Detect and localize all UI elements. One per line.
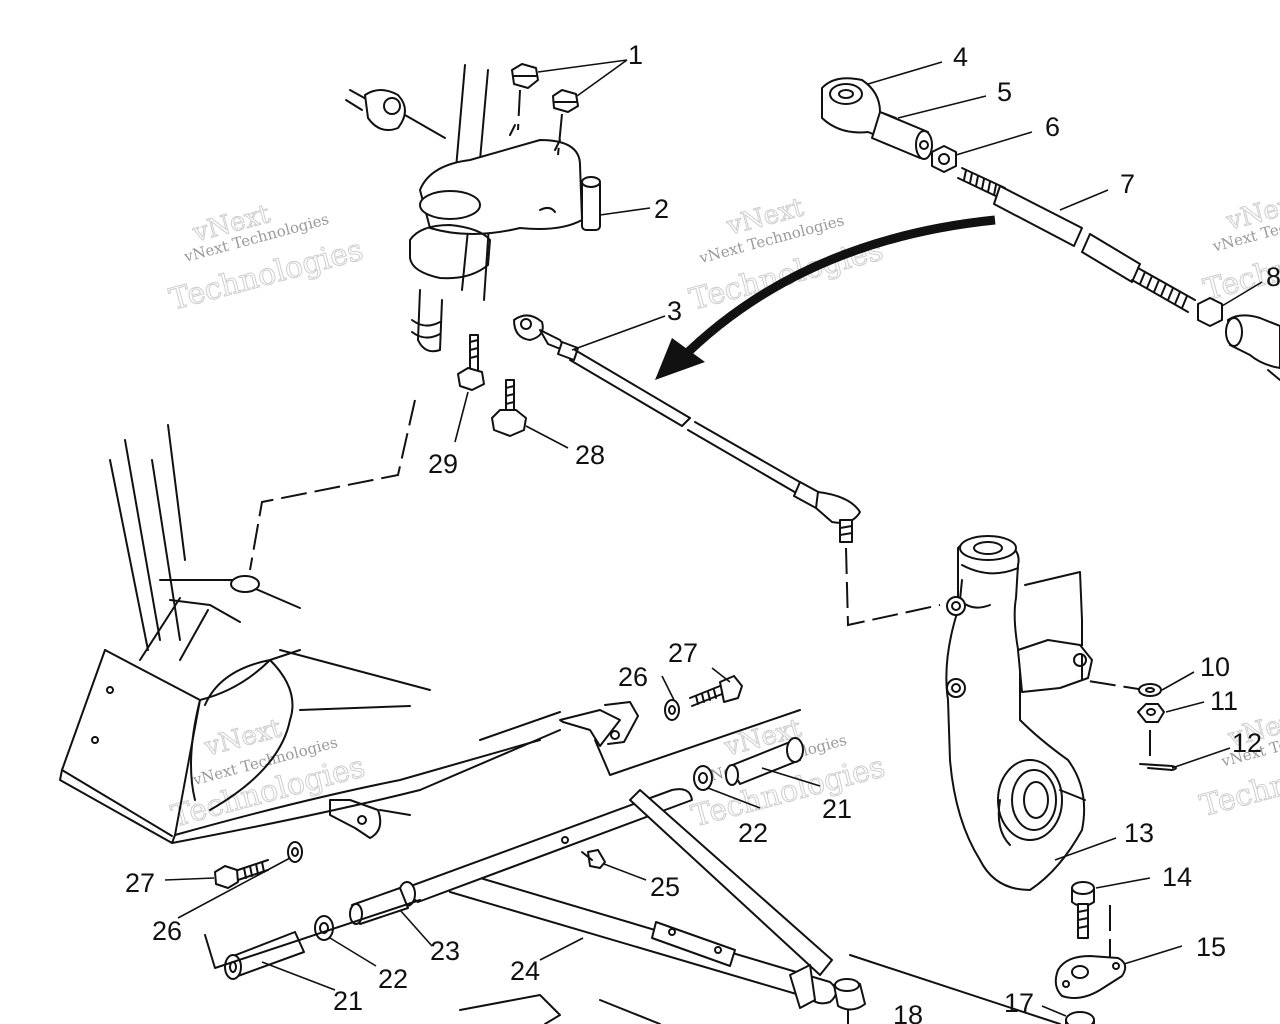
callout-28: 28 (575, 440, 605, 470)
a-arm-24 (398, 788, 837, 1009)
washer-26-lower (287, 841, 303, 863)
callout-11: 11 (1210, 686, 1238, 716)
callout-21-upper: 21 (822, 794, 852, 824)
callout-8: 8 (1266, 262, 1280, 292)
tie-rod-dashline (845, 547, 941, 627)
washer-22-upper (693, 765, 713, 791)
washer-22-lower (314, 915, 334, 941)
nut-11 (1137, 703, 1165, 723)
callout-21-lower: 21 (333, 986, 363, 1016)
tie-rod-3 (513, 314, 861, 543)
sleeve-5 (871, 111, 933, 160)
bolt-28 (491, 379, 527, 437)
assembly-arrow (655, 215, 996, 380)
jam-nut-6 (931, 145, 957, 173)
ball-joint (833, 954, 1061, 1024)
callout-24: 24 (510, 956, 540, 986)
adjuster-rod-7 (957, 167, 1196, 313)
callout-17: 17 (1004, 988, 1034, 1018)
callout-14: 14 (1162, 862, 1192, 892)
jam-nut-8 (1197, 297, 1223, 327)
leader-lines (164, 59, 1263, 1017)
callout-15: 15 (1196, 932, 1226, 962)
bolt-27-lower (214, 859, 269, 889)
callout-1: 1 (628, 40, 643, 70)
watermark-1: vNext Technologies vNext Technologies (165, 199, 367, 319)
spindle-dash-box-top (1024, 571, 1083, 621)
bushing-23 (349, 887, 409, 925)
pivot-tube-21-lower (224, 931, 305, 980)
callout-3: 3 (667, 296, 682, 326)
spindle-dashline (1081, 620, 1146, 691)
spindle-13 (945, 535, 1093, 891)
callout-27-lower: 27 (125, 868, 155, 898)
callout-10: 10 (1200, 652, 1230, 682)
callout-5: 5 (997, 77, 1012, 107)
callout-27-upper: 27 (668, 638, 698, 668)
rod-end-right (1225, 314, 1280, 381)
part-17 (1065, 1011, 1095, 1024)
callout-18: 18 (893, 1000, 923, 1024)
nut-1b (552, 89, 579, 113)
washer-10 (1138, 683, 1162, 697)
nut-1-dashes (517, 89, 563, 156)
callout-26-lower: 26 (152, 916, 182, 946)
column-dashline (249, 399, 416, 571)
callout-22-lower: 22 (378, 964, 408, 994)
callout-7: 7 (1120, 169, 1135, 199)
pivot-tube-21-upper (725, 737, 804, 786)
bolt-29 (457, 334, 485, 391)
chassis-frame (59, 424, 639, 844)
plate-15 (1054, 955, 1127, 999)
callout-12: 12 (1232, 728, 1262, 758)
callout-26-upper: 26 (618, 662, 648, 692)
callout-25: 25 (650, 872, 680, 902)
steering-column (409, 64, 601, 353)
callout-29: 29 (428, 449, 458, 479)
bolt-27-upper (689, 675, 743, 707)
grease-fitting-25 (581, 849, 606, 869)
callout-2: 2 (654, 194, 669, 224)
callout-6: 6 (1045, 112, 1060, 142)
callout-13: 13 (1124, 818, 1154, 848)
nut-1a (511, 63, 539, 89)
callout-4: 4 (953, 42, 968, 72)
washer-26-upper (664, 699, 680, 721)
callout-22-upper: 22 (738, 818, 768, 848)
pivot-bracket-lines (204, 709, 801, 969)
lower-frame-lines (459, 994, 661, 1024)
callout-23: 23 (430, 936, 460, 966)
watermark-4: vNext Technologies vNext Technologies (167, 713, 369, 835)
bolt-14 (1071, 881, 1095, 939)
cable-end (345, 89, 446, 139)
callout-labels: 1 2 3 4 5 6 7 8 10 11 12 13 14 15 17 18 … (125, 40, 1280, 1024)
cotter-pin-12 (1139, 763, 1177, 771)
